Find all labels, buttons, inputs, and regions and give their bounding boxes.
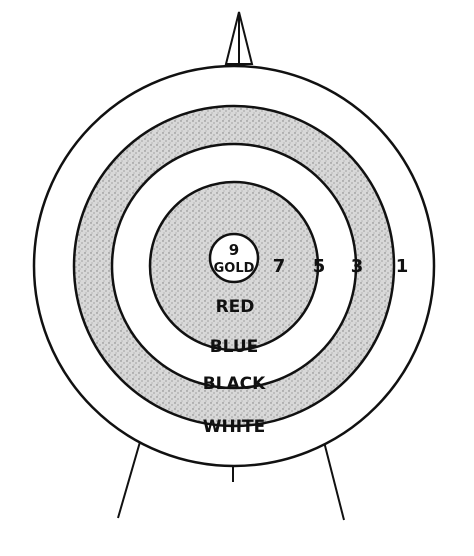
score-red: 7 xyxy=(273,256,286,277)
label-black: BLACK xyxy=(203,374,266,394)
stand-top-spike xyxy=(224,11,254,65)
score-gold: 9 xyxy=(229,241,239,259)
label-red: RED xyxy=(216,297,255,317)
label-gold: GOLD xyxy=(214,261,255,276)
score-white: 1 xyxy=(396,256,409,277)
score-black: 3 xyxy=(351,256,364,277)
label-blue: BLUE xyxy=(210,337,259,357)
score-blue: 5 xyxy=(313,256,326,277)
ring-gold xyxy=(208,232,260,284)
label-white: WHITE xyxy=(203,417,266,437)
